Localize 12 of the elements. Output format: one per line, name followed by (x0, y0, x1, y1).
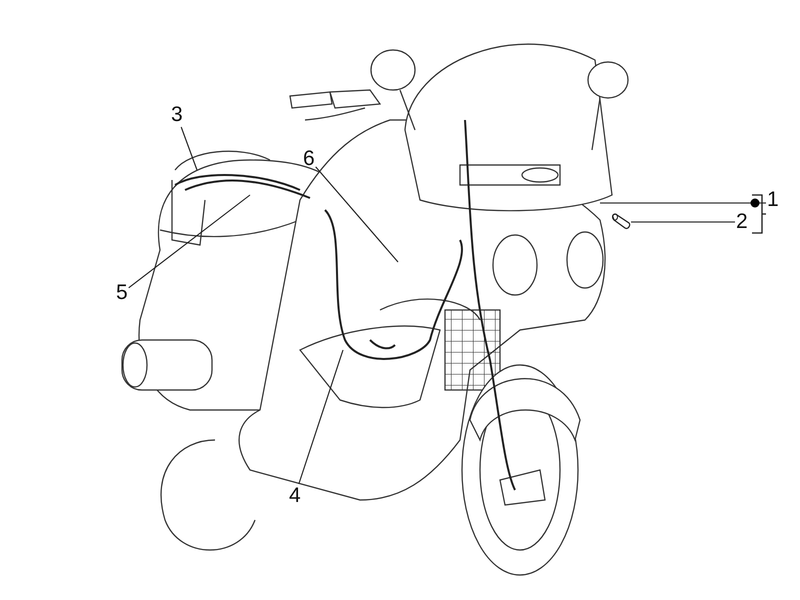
leader-line (128, 194, 250, 288)
callout-number: 4 (288, 484, 302, 508)
leader-line (298, 350, 344, 484)
callout-number: 3 (170, 103, 184, 127)
callout-number: 2 (735, 210, 749, 234)
callout-number: 6 (302, 147, 316, 171)
callout-number: 1 (766, 188, 780, 212)
leader-line (631, 221, 735, 223)
leader-line (600, 202, 766, 204)
bolt-icon (611, 213, 631, 231)
callout-number: 5 (115, 281, 129, 305)
leader-line (180, 126, 198, 170)
